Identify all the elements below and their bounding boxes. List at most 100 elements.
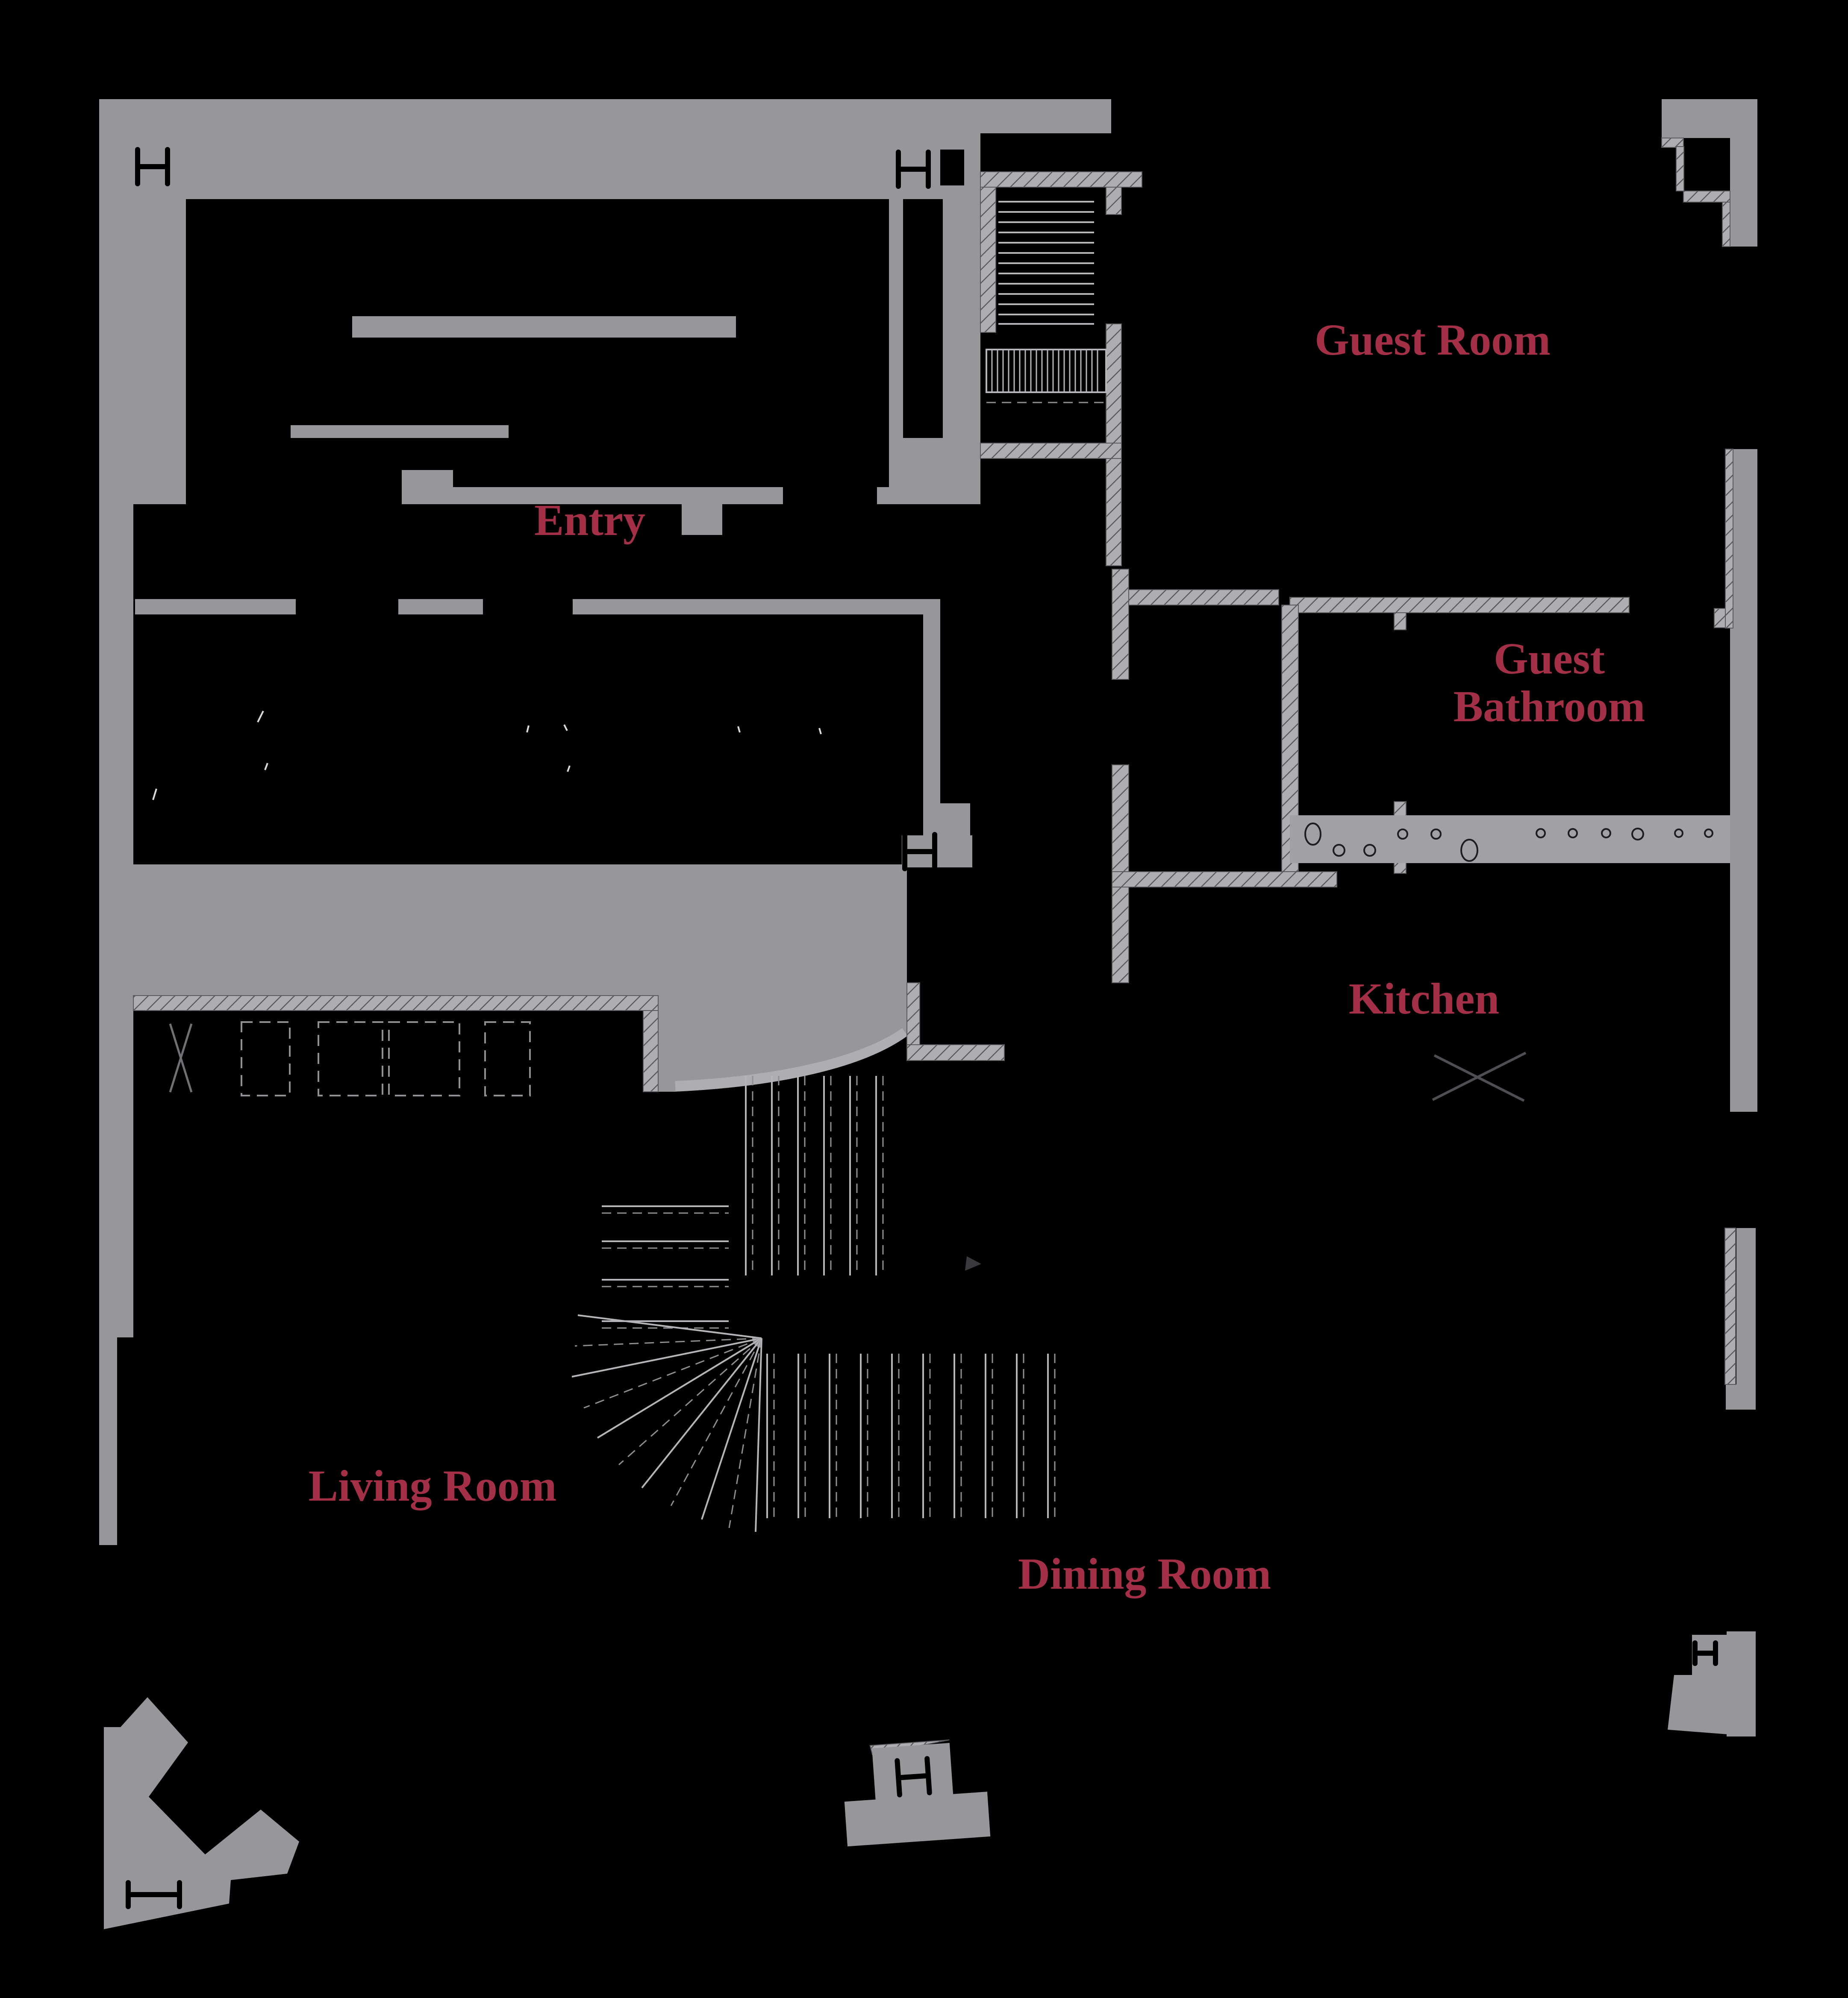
stair-winders (602, 1205, 729, 1329)
exterior-walls (99, 99, 1757, 1736)
vanity-hole (1304, 823, 1321, 846)
door-leaf-glints (152, 711, 822, 800)
room-label-kitchen: Kitchen (1349, 974, 1499, 1023)
closet-west-wall (133, 199, 186, 504)
pier-base (844, 1792, 991, 1847)
stair-lower-run (766, 1354, 1056, 1518)
closet-wall-tab (682, 504, 722, 535)
steel-beam-marker-icon (1692, 1640, 1718, 1666)
wall-bottomright-angled (1668, 1675, 1756, 1736)
cabinet-box (484, 1021, 531, 1096)
steel-beam-marker-icon (895, 1756, 932, 1798)
room-label-guest-bathroom-line1: Guest (1494, 634, 1605, 683)
vanity-hole (1363, 844, 1376, 857)
vanity-hole (1704, 829, 1713, 838)
right-wall-lower-liner (1724, 1228, 1736, 1385)
wall-notch (940, 150, 964, 185)
stairshaft-top-wall (980, 171, 1142, 188)
stair-side-wall-horiz (906, 1044, 1005, 1061)
steel-beam-marker-icon (902, 832, 937, 871)
entry-southeast-wall (923, 599, 940, 848)
entry-south-wall-seg1 (135, 599, 296, 614)
slab-edge-wall (133, 995, 659, 1011)
bathroom-south-wall (1112, 871, 1337, 887)
cabinet-outlines (169, 1021, 531, 1096)
closet-cross-icon (169, 1023, 193, 1093)
vanity-hole (1333, 844, 1345, 857)
curved-wall-band (675, 1028, 908, 1091)
closet-bottom-wall (421, 487, 783, 504)
upper-stair-shaft (986, 201, 1107, 403)
entry-east-wall-foot (877, 487, 903, 504)
wall-right-lower (1736, 1228, 1756, 1410)
kitchen-cross-icon (1432, 1052, 1527, 1102)
room-label-guest-room: Guest Room (1315, 315, 1551, 364)
entry-closet-walls (133, 150, 980, 535)
cabinet-box (318, 1021, 383, 1096)
stairshaft-right-wall (1106, 323, 1122, 459)
room-label-guest-bathroom-line2: Bathroom (1454, 682, 1645, 731)
entry-lower-walls (135, 599, 972, 867)
wall-left-lower (99, 1316, 117, 1545)
duct-east-column (943, 199, 980, 438)
wall-top-thin (980, 99, 1111, 133)
corner-step-wall-a (1661, 138, 1684, 148)
bathroom-north-wall-left (1112, 589, 1279, 605)
bathroom-west-wall-upper (1112, 569, 1129, 680)
wall-left (99, 99, 133, 1337)
structural-pier (844, 1739, 991, 1847)
stair-winder-fan (571, 1314, 762, 1532)
wall-guestroom-top (1662, 99, 1757, 138)
vanity-hole (1631, 828, 1644, 840)
entry-south-wall-seg2 (398, 599, 483, 614)
closet-shelf (291, 425, 509, 438)
vanity-hole (1601, 828, 1611, 838)
stair-upper-run (745, 1076, 884, 1275)
steel-beam-marker-icon (126, 1880, 182, 1909)
stairshaft-bottom-wall (980, 443, 1122, 459)
bathroom-stub-upper (1394, 612, 1407, 630)
right-wall-liner (1725, 449, 1733, 629)
closet-rod (352, 316, 736, 338)
vanity-hole (1674, 829, 1683, 838)
entry-south-wall-seg3 (573, 599, 923, 614)
cabinet-box (241, 1021, 291, 1096)
fireplace-mass (104, 1697, 299, 1929)
room-label-dining-room: Dining Room (1018, 1549, 1271, 1598)
slab-edge-step (643, 1010, 659, 1092)
steel-beam-marker-icon (138, 825, 173, 864)
corner-step-wall-b (1676, 146, 1684, 191)
wall-right-middle (1730, 449, 1757, 1112)
pier-column (872, 1743, 953, 1802)
cabinet-box (388, 1021, 460, 1096)
corner-step-wall-d (1722, 202, 1730, 247)
duct-bottom-block (903, 438, 980, 504)
steel-beam-marker-icon (135, 147, 170, 186)
room-label-living-room: Living Room (309, 1461, 557, 1510)
vanity-counter (1290, 815, 1730, 863)
bathroom-vanity (1290, 815, 1730, 863)
bathroom-north-wall-right (1289, 597, 1630, 613)
room-label-entry: Entry (534, 496, 645, 545)
entry-east-wall (889, 199, 903, 504)
landing-slab (133, 864, 907, 1092)
shaft-grill (986, 349, 1107, 403)
shaft-treads (998, 201, 1094, 325)
vanity-hole (1568, 828, 1578, 838)
stairshaft-right-lower-wall (1106, 458, 1122, 566)
curved-wall-edge (675, 1036, 909, 1096)
main-stair (571, 1076, 1056, 1532)
vanity-hole (1536, 828, 1546, 838)
stair-direction-arrowhead-icon (965, 1256, 981, 1271)
wall-right-lower-foot (1726, 1384, 1756, 1410)
stairshaft-right-stub (1106, 187, 1122, 215)
vanity-hole (1430, 829, 1442, 840)
corner-step-wall-c (1683, 191, 1730, 203)
steel-beam-marker-icon (896, 150, 931, 189)
stairshaft-left-wall (980, 187, 996, 333)
stair-side-wall-vert (906, 982, 920, 1052)
vanity-hole (1397, 829, 1408, 840)
wall-top-thick (99, 99, 980, 199)
